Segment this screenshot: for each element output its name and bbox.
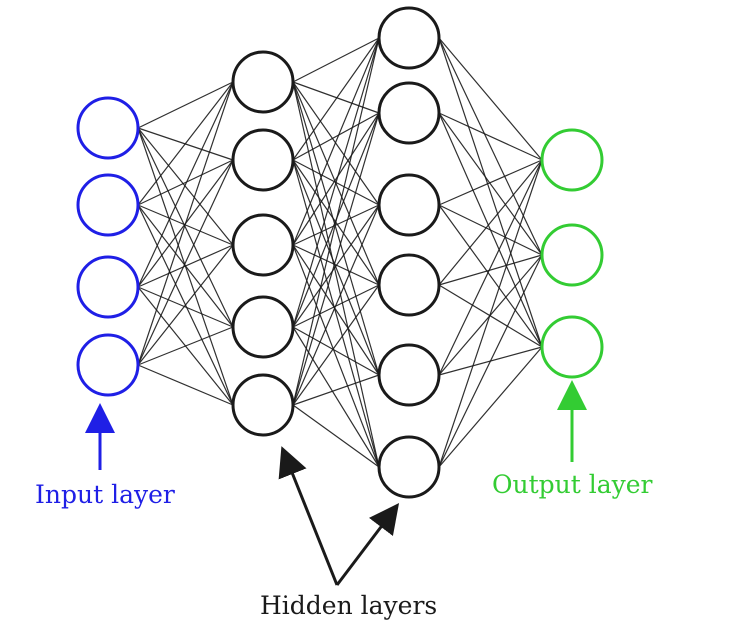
connection-edge xyxy=(292,404,380,468)
connection-edge xyxy=(292,204,380,406)
connection-edge xyxy=(438,112,543,256)
input-node xyxy=(76,96,140,160)
output-node xyxy=(540,315,604,379)
connection-edge xyxy=(137,364,234,406)
connection-edge xyxy=(438,159,543,206)
input-layer-label: Input layer xyxy=(35,480,175,509)
connection-edge xyxy=(292,112,380,161)
connection-edge xyxy=(292,244,380,376)
connection-edge xyxy=(438,204,543,348)
connection-edge xyxy=(137,326,234,366)
connection-edge xyxy=(292,326,380,376)
connection-edge xyxy=(137,159,234,206)
connection-edge xyxy=(137,159,234,366)
connection-edge xyxy=(292,112,380,406)
connection-edge xyxy=(292,81,380,468)
hidden-1-node xyxy=(231,213,295,277)
connection-edge xyxy=(137,286,234,328)
connection-edge xyxy=(438,204,543,256)
connection-edge xyxy=(292,159,380,376)
hidden-2-node xyxy=(377,173,441,237)
connection-edge xyxy=(292,112,380,246)
connection-edge xyxy=(292,37,380,328)
connection-edge xyxy=(137,81,234,129)
connection-edge xyxy=(438,37,543,348)
input-node xyxy=(76,333,140,397)
output-node xyxy=(540,128,604,192)
hidden-2-node xyxy=(377,6,441,70)
output-node xyxy=(540,223,604,287)
hidden-layer-arrow-left xyxy=(278,446,339,586)
connection-edge xyxy=(292,159,380,468)
connection-edge xyxy=(292,81,380,206)
connection-edge xyxy=(137,81,234,206)
hidden-layer-arrow-right xyxy=(335,503,400,586)
connection-edge xyxy=(137,127,234,246)
connection-edge xyxy=(137,244,234,366)
connection-edge xyxy=(292,284,380,406)
connection-edge xyxy=(292,37,380,161)
input-node xyxy=(76,173,140,237)
connection-edge xyxy=(438,284,543,348)
connection-edge xyxy=(438,254,543,286)
connection-edge xyxy=(438,254,543,468)
connection-edge xyxy=(292,374,380,406)
connection-edge xyxy=(292,81,380,376)
hidden-1-node xyxy=(231,50,295,114)
connection-edge xyxy=(438,112,543,161)
connection-edge xyxy=(292,37,380,246)
connection-edge xyxy=(292,81,380,114)
connection-edge xyxy=(137,81,234,288)
connection-edge xyxy=(438,346,543,468)
connection-edge xyxy=(292,244,380,468)
connection-edge xyxy=(137,127,234,328)
output-layer-label: Output layer xyxy=(492,470,653,499)
hidden-1-node xyxy=(231,373,295,437)
hidden-layers-label: Hidden layers xyxy=(260,591,437,620)
hidden-2-node xyxy=(377,435,441,499)
connection-edge xyxy=(438,159,543,468)
hidden-1-node xyxy=(231,295,295,359)
connection-edge xyxy=(137,81,234,366)
hidden-2-node xyxy=(377,253,441,317)
hidden-1-node xyxy=(231,128,295,192)
connection-edge xyxy=(292,204,380,246)
connection-edge xyxy=(438,37,543,161)
connection-edge xyxy=(438,159,543,286)
connections xyxy=(137,37,543,468)
connection-edge xyxy=(292,326,380,468)
connection-edge xyxy=(438,37,543,256)
connection-edge xyxy=(292,37,380,406)
input-node xyxy=(76,255,140,319)
connection-edge xyxy=(292,204,380,328)
connection-edge xyxy=(292,37,380,83)
connection-edge xyxy=(137,244,234,288)
hidden-2-node xyxy=(377,343,441,407)
neurons xyxy=(76,6,604,499)
connection-edge xyxy=(438,159,543,376)
hidden-2-node xyxy=(377,81,441,145)
